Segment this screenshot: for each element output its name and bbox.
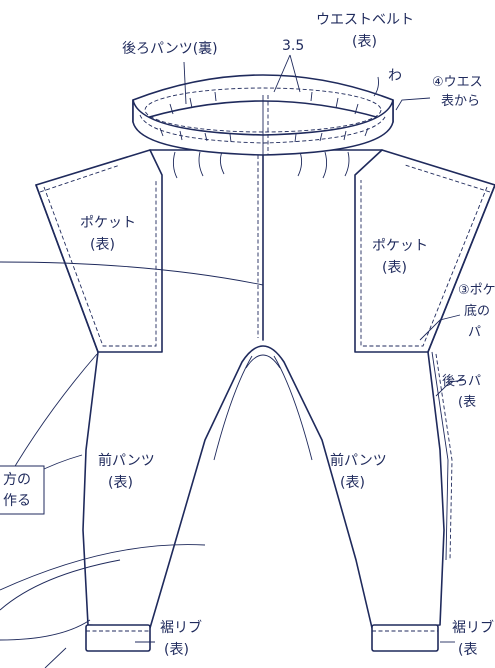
leader-lines xyxy=(0,54,465,668)
label-step3-line3: パ xyxy=(468,325,481,340)
label-step4-line1: ④ウエス xyxy=(432,75,483,90)
label-step3-line1: ③ポケ xyxy=(458,283,495,298)
label-back-pants-inner: 後ろパンツ(裏) xyxy=(122,40,218,57)
labels: 後ろパンツ(裏) ウエストベルト (表) 3.5 わ ④ウエス 表から ポケット… xyxy=(80,12,495,658)
back-pants-edge xyxy=(431,351,449,561)
label-waist-belt-face: (表) xyxy=(352,34,377,50)
label-front-right: 前パンツ xyxy=(330,452,387,469)
label-pocket-right-face: (表) xyxy=(382,260,407,276)
note-box: 方の 作る xyxy=(0,465,45,515)
label-waist-belt: ウエストベルト xyxy=(316,12,414,28)
waistband xyxy=(132,74,394,156)
label-front-left-face: (表) xyxy=(108,475,133,491)
label-step3-line2: 底の xyxy=(464,303,490,319)
hem-rib-left xyxy=(85,624,151,652)
label-note-line1: 方の xyxy=(3,472,31,488)
gathers xyxy=(172,151,350,179)
label-front-right-face: (表) xyxy=(340,475,365,491)
label-hem-rib-right: 裾リブ xyxy=(452,619,494,636)
label-back-pants-right-face: (表 xyxy=(458,395,476,410)
crotch-inner-line xyxy=(245,354,281,369)
pocket-left xyxy=(35,149,163,353)
label-hem-rib-left: 裾リブ xyxy=(160,619,202,636)
label-step4-line2: 表から xyxy=(441,94,480,109)
label-hem-rib-right-face: (表 xyxy=(458,642,477,658)
hem-rib-right xyxy=(371,624,439,652)
label-front-left: 前パンツ xyxy=(98,452,155,469)
label-pocket-right: ポケット xyxy=(372,238,428,254)
label-note-line2: 作る xyxy=(3,493,31,509)
label-hem-rib-left-face: (表) xyxy=(164,642,189,658)
pocket-right xyxy=(354,149,495,353)
label-measure: 3.5 xyxy=(282,38,304,54)
label-back-pants-right: 後ろパ xyxy=(442,374,481,389)
waistband-front xyxy=(132,99,394,156)
label-pocket-left-face: (表) xyxy=(90,237,115,253)
label-fold: わ xyxy=(388,68,402,84)
label-pocket-left: ポケット xyxy=(80,215,136,231)
